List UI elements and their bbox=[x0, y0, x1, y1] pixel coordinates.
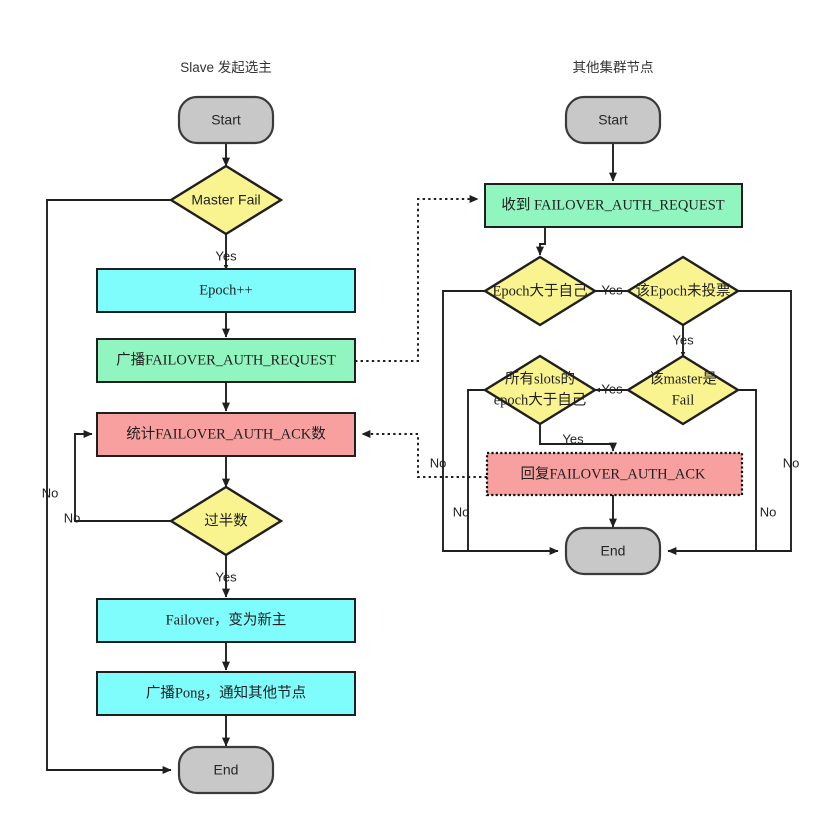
edge-cross-request bbox=[355, 195, 479, 362]
node-left-start-label: Start bbox=[211, 112, 241, 128]
edge-label-isfail-yes: Yes bbox=[601, 381, 623, 396]
edge-label-isfail-no: No bbox=[760, 504, 777, 519]
edge-rrecv-repochgt bbox=[536, 227, 546, 256]
edge-label-master-fail-yes: Yes bbox=[215, 248, 237, 263]
node-left-end-label: End bbox=[214, 762, 239, 778]
node-left-broadcast-request[interactable] bbox=[96, 338, 356, 383]
edge-rslots-rreply bbox=[539, 424, 617, 452]
edge-repochgt-no-rend bbox=[442, 290, 559, 555]
node-left-master-fail[interactable] bbox=[168, 164, 284, 236]
edge-label-majority-yes: Yes bbox=[215, 569, 237, 584]
node-left-failover[interactable] bbox=[96, 598, 356, 643]
node-right-not-voted[interactable] bbox=[625, 255, 741, 327]
edge-label-epochgt-no: No bbox=[430, 455, 447, 470]
node-right-start[interactable] bbox=[564, 95, 662, 145]
edge-lmaster-no-lend bbox=[46, 199, 172, 774]
right-column-title: 其他集群节点 bbox=[573, 60, 654, 75]
node-right-start-label: Start bbox=[598, 112, 628, 128]
edge-cross-ack bbox=[361, 430, 487, 478]
node-left-broadcast-pong-label: 广播Pong，通知其他节点 bbox=[146, 684, 306, 701]
edge-label-majority-no: No bbox=[64, 510, 81, 525]
edge-lmajority-no-lcount bbox=[74, 430, 172, 522]
node-left-count-ack-label: 统计FAILOVER_AUTH_ACK数 bbox=[126, 425, 326, 442]
node-left-epoch-inc-label: Epoch++ bbox=[199, 282, 252, 298]
node-left-master-fail-label: Master Fail bbox=[191, 192, 260, 208]
node-right-epoch-greater-label: Epoch大于自己 bbox=[492, 282, 587, 299]
node-left-epoch-inc[interactable] bbox=[96, 268, 356, 313]
node-left-broadcast-pong[interactable] bbox=[96, 671, 356, 716]
edge-label-slots-no: No bbox=[453, 504, 470, 519]
node-right-epoch-greater[interactable] bbox=[482, 255, 598, 327]
node-right-reply-ack[interactable] bbox=[485, 451, 744, 497]
node-left-end[interactable] bbox=[177, 745, 275, 795]
edge-label-slots-yes: Yes bbox=[562, 431, 584, 446]
edge-rslots-no-rend bbox=[467, 389, 485, 551]
edge-risfail-no-rend bbox=[737, 389, 757, 551]
node-right-master-is-fail-label-line2: Fail bbox=[672, 392, 695, 408]
node-left-broadcast-request-label: 广播FAILOVER_AUTH_REQUEST bbox=[116, 351, 336, 368]
node-left-majority-label: 过半数 bbox=[204, 512, 248, 529]
node-right-slots-epoch-label-line2: epoch大于自己 bbox=[494, 391, 587, 408]
edge-label-novote-no: No bbox=[783, 455, 800, 470]
node-right-master-is-fail[interactable] bbox=[625, 354, 741, 426]
edge-label-epochgt-yes: Yes bbox=[601, 282, 623, 297]
node-right-recv-request[interactable] bbox=[484, 183, 743, 228]
node-right-recv-request-label: 收到 FAILOVER_AUTH_REQUEST bbox=[501, 196, 724, 213]
node-left-start[interactable] bbox=[177, 95, 275, 145]
node-right-slots-epoch-label-line1: 所有slots的 bbox=[505, 370, 575, 387]
node-right-slots-epoch[interactable] bbox=[482, 354, 598, 426]
node-right-end[interactable] bbox=[564, 526, 662, 576]
node-left-count-ack[interactable] bbox=[96, 412, 356, 457]
edge-label-novote-yes: Yes bbox=[672, 332, 694, 347]
node-right-end-label: End bbox=[601, 543, 626, 559]
edge-label-master-fail-no: No bbox=[42, 485, 59, 500]
node-left-majority[interactable] bbox=[168, 485, 284, 557]
node-right-reply-ack-label: 回复FAILOVER_AUTH_ACK bbox=[520, 464, 706, 482]
left-column-title: Slave 发起选主 bbox=[180, 60, 272, 75]
edge-rnovote-no-rend bbox=[667, 290, 792, 555]
node-right-not-voted-label: 该Epoch未投票 bbox=[635, 282, 730, 299]
node-right-master-is-fail-label-line1: 该master是 bbox=[649, 370, 717, 387]
node-left-failover-label: Failover，变为新主 bbox=[166, 611, 287, 628]
